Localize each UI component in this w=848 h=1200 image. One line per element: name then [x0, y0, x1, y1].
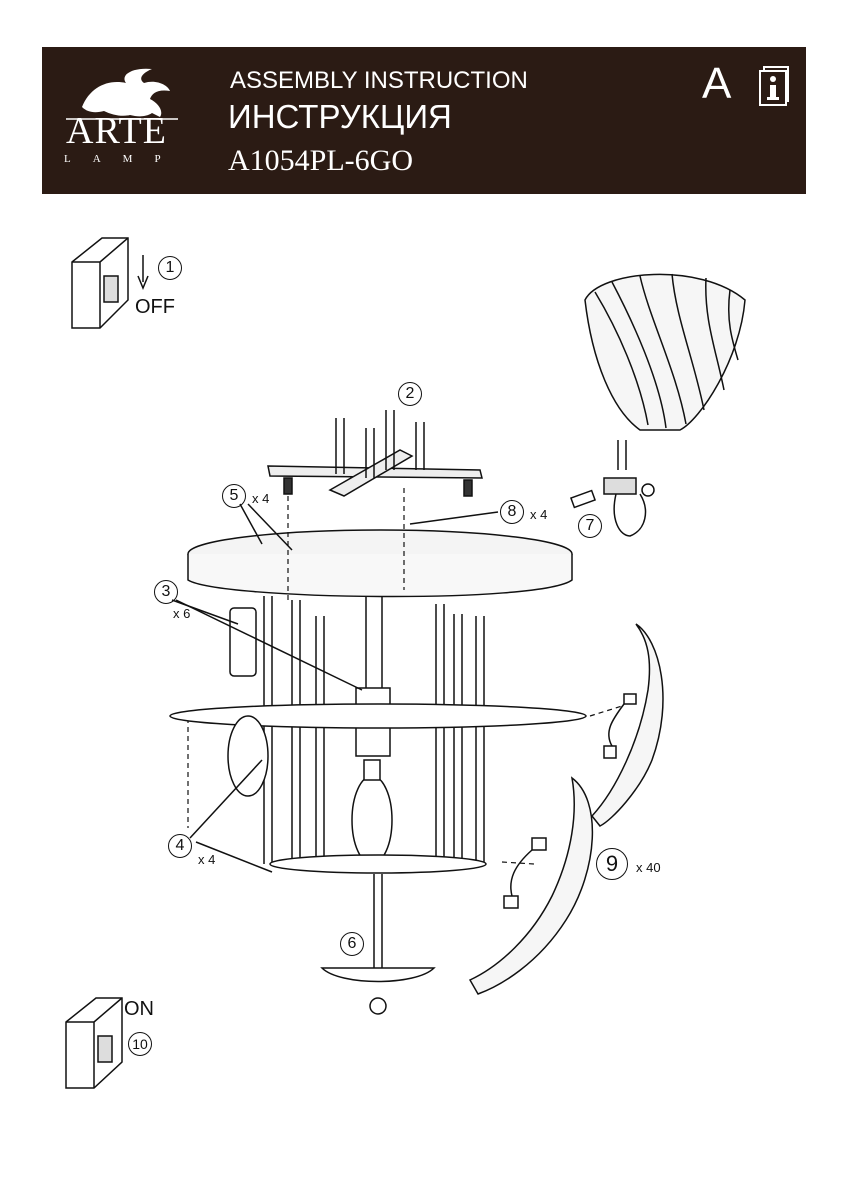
- finished-chandelier-preview: [584, 273, 746, 431]
- step-4-quantity: x 4: [198, 852, 216, 867]
- leaf-clip-connectors: [503, 693, 637, 909]
- mounting-bracket: [267, 410, 483, 497]
- off-label: OFF: [135, 296, 175, 318]
- support-rods: [263, 596, 485, 864]
- language-letter: A: [702, 59, 732, 108]
- on-label: ON: [124, 998, 154, 1020]
- step-10-number: 10: [128, 1032, 152, 1056]
- terminal-block: [569, 440, 655, 537]
- step-9-number: 9: [596, 848, 628, 880]
- brand-name: ARTE: [66, 110, 167, 152]
- step-6-number: 6: [340, 932, 364, 956]
- step-8-quantity: x 4: [530, 507, 548, 522]
- step-9-quantity: x 40: [636, 860, 661, 875]
- step-3-quantity: x 6: [173, 606, 191, 621]
- title-english: ASSEMBLY INSTRUCTION: [230, 67, 528, 94]
- model-number: A1054PL-6GO: [228, 144, 413, 177]
- griffin-logo-icon: [66, 68, 178, 120]
- glass-leaf-upper: [591, 623, 664, 827]
- canopy-disc: [187, 529, 573, 598]
- step-5-quantity: x 4: [252, 491, 270, 506]
- title-russian: ИНСТРУКЦИЯ: [228, 98, 452, 135]
- step-7-number: 7: [578, 514, 602, 538]
- step-4-number: 4: [168, 834, 192, 858]
- candle-bulb-left: [227, 715, 269, 797]
- lamp-socket: [229, 607, 257, 677]
- header-banner: ARTE LAMP ASSEMBLY INSTRUCTION ИНСТРУКЦИ…: [42, 47, 806, 194]
- step-2-number: 2: [398, 382, 422, 406]
- wall-switch-on-icon: [65, 997, 123, 1089]
- step-8-number: 8: [500, 500, 524, 524]
- wall-switch-off-icon: [71, 237, 149, 329]
- lower-ring: [269, 854, 487, 874]
- upper-ring: [169, 703, 587, 729]
- candle-bulb-center: [351, 775, 393, 865]
- step-1-number: 1: [158, 256, 182, 280]
- finial: [320, 874, 436, 1015]
- brand-subtitle: LAMP: [64, 153, 183, 165]
- step-3-number: 3: [154, 580, 178, 604]
- step-5-number: 5: [222, 484, 246, 508]
- info-book-icon: [759, 66, 789, 106]
- glass-leaf-lower: [468, 776, 594, 995]
